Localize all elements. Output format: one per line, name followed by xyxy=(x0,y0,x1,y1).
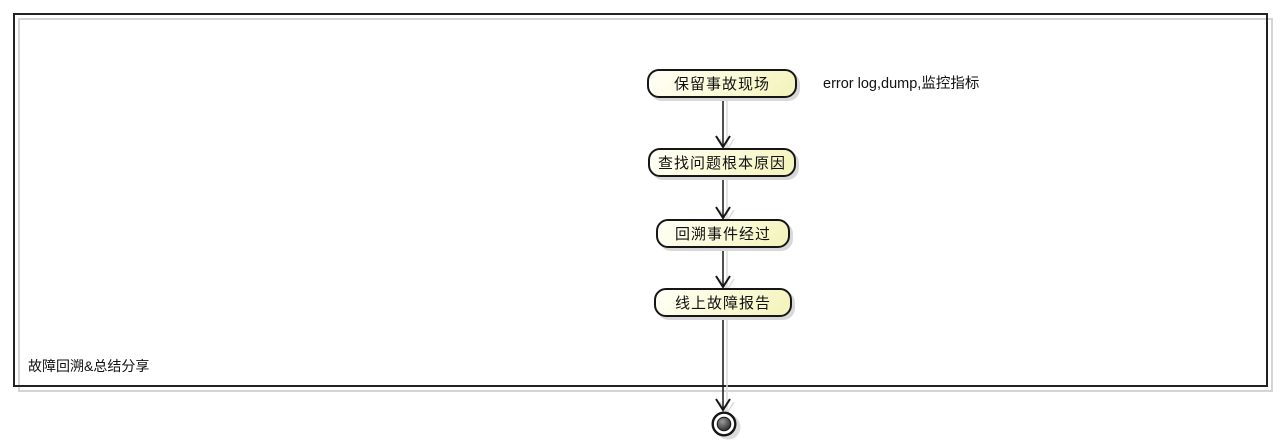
final-state-outer-ring-icon xyxy=(711,411,737,437)
activity-label: 查找问题根本原因 xyxy=(657,155,786,172)
final-state-shadow xyxy=(715,414,741,440)
partition-frame xyxy=(13,13,1268,387)
activity-node-preserve-incident-scene: 保留事故现场 xyxy=(647,69,797,98)
activity-node-online-fault-report: 线上故障报告 xyxy=(654,288,792,317)
partition-frame-shadow xyxy=(18,18,1273,392)
activity-label: 线上故障报告 xyxy=(674,295,771,312)
arrowhead-icon xyxy=(715,398,731,412)
activity-node-trace-event: 回溯事件经过 xyxy=(656,219,790,248)
final-state-node xyxy=(711,411,741,440)
activity-label: 回溯事件经过 xyxy=(674,226,771,243)
activity-node-find-root-cause: 查找问题根本原因 xyxy=(648,148,796,177)
note-error-log-dump-metrics: error log,dump,监控指标 xyxy=(823,76,980,92)
activity-label: 保留事故现场 xyxy=(673,76,770,93)
final-state-inner-dot-icon xyxy=(716,416,732,432)
partition-label: 故障回溯&总结分享 xyxy=(28,358,150,374)
